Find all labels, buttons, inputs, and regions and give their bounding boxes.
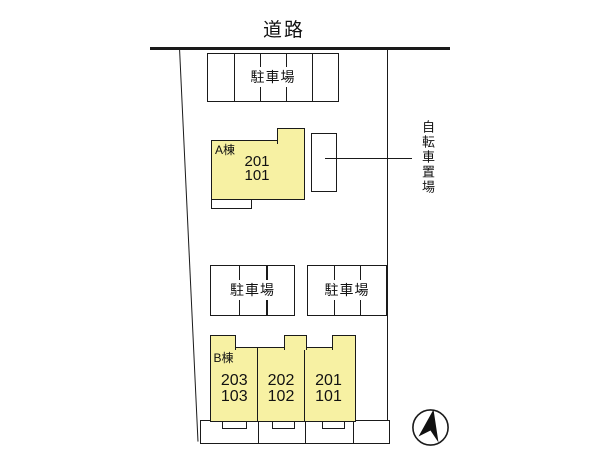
building-b-unit-1-room-numbers: 203 103 [210, 372, 259, 405]
room-number-upper: 201 [315, 372, 342, 389]
road-line [150, 47, 450, 50]
parking-label: 駐車場 [228, 280, 277, 301]
bicycle-parking-rect [311, 133, 337, 192]
building-a-outline [211, 140, 305, 200]
building-b-unit-3-room-numbers: 201 101 [304, 372, 354, 405]
room-number-upper: 202 [267, 372, 295, 389]
road-label: 道路 [262, 20, 305, 41]
building-b-unit-1-outline [210, 346, 261, 422]
site-boundary-left-line [178, 47, 199, 442]
parking-label: 駐車場 [322, 280, 372, 301]
strip-divider [304, 421, 306, 443]
building-b-name: B棟 [213, 351, 234, 365]
strip-divider [258, 421, 260, 443]
building-a-room-numbers: 201 101 [211, 153, 303, 184]
building-b-unit-1-roof-step [210, 335, 236, 350]
building-b-unit-3-roof-step [331, 335, 356, 350]
entrance-strip [199, 419, 390, 444]
parking-lot-mid-right: 駐車場 [307, 265, 387, 316]
bicycle-parking-label: 自転車置場 [420, 120, 435, 195]
building-a-name: A棟 [215, 143, 236, 157]
parking-label: 駐車場 [248, 67, 298, 88]
stall-divider [312, 53, 314, 101]
room-number-upper: 203 [220, 372, 248, 389]
room-number-lower: 101 [244, 166, 270, 184]
bicycle-leader-line [325, 157, 412, 159]
room-number-lower: 101 [315, 387, 342, 405]
building-b-unit-2-roof-step [283, 335, 307, 350]
parking-lot-mid-left: 駐車場 [210, 265, 295, 316]
building-b-unit-2-room-numbers: 202 102 [257, 372, 305, 405]
north-arrow-icon [411, 408, 449, 446]
room-number-lower: 103 [220, 387, 248, 405]
room-number-upper: 201 [244, 153, 270, 170]
site-boundary-right-line [387, 48, 389, 442]
strip-divider [353, 421, 355, 443]
parking-lot-top: 駐車場 [207, 52, 339, 102]
building-a-roof-step [277, 128, 305, 144]
room-number-lower: 102 [267, 387, 295, 405]
stall-divider [234, 53, 236, 101]
building-b-unit-2-outline [257, 346, 307, 422]
building-b-unit-3-outline [303, 346, 356, 422]
